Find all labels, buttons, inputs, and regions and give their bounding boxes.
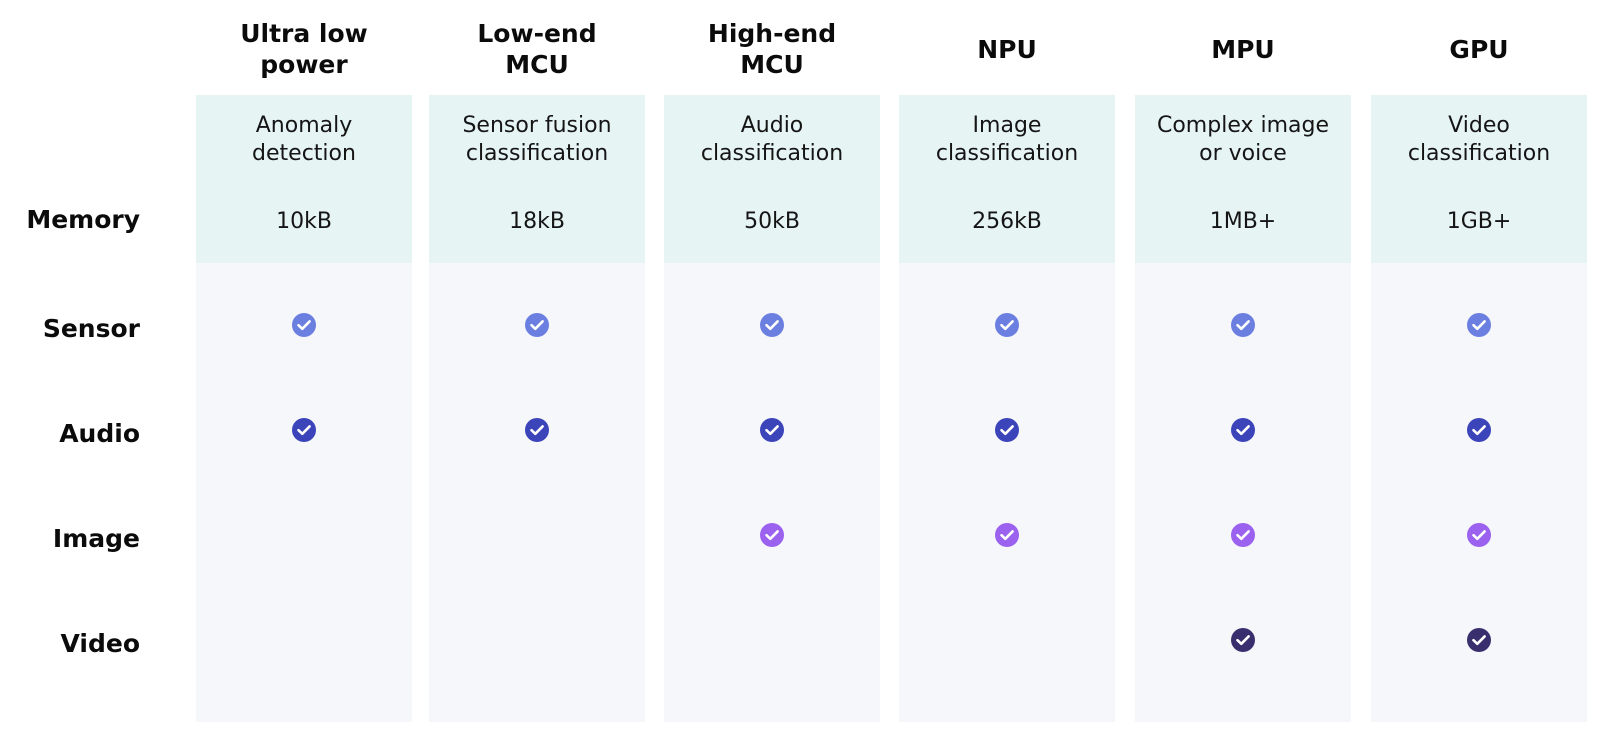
use-case-label: Complex image or voice [1156,113,1329,166]
check-circle-icon [524,417,550,443]
check-circle-icon [1230,627,1256,653]
memory-value: 1GB+ [1446,209,1512,234]
use-case-label: Audio classification [700,113,844,166]
column-mpu: MPU Complex image or voice 1MB+ [1135,0,1351,722]
check-circle-icon [994,312,1020,338]
use-case-label: Sensor fusion classification [462,113,612,166]
column-support-panel [196,263,412,722]
column-spec-panel: Anomaly detection 10kB [196,95,412,263]
column-gpu: GPU Video classification 1GB+ [1371,0,1587,722]
column-low-end-mcu: Low-end MCU Sensor fusion classification 1… [429,0,645,722]
check-circle-icon [291,417,317,443]
memory-value: 18kB [509,209,565,234]
check-circle-icon [1230,417,1256,443]
check-circle-icon [759,522,785,548]
row-label-video: Video [60,629,140,658]
column-header: Low-end MCU [477,19,597,79]
use-case-label: Video classification [1407,113,1551,166]
column-header: NPU [977,34,1037,64]
row-label-audio: Audio [59,419,140,448]
column-support-panel [899,263,1115,722]
column-header: Ultra low power [240,19,368,79]
column-header: High-end MCU [707,19,837,79]
row-label-image: Image [52,524,140,553]
column-spec-panel: Video classification 1GB+ [1371,95,1587,263]
column-npu: NPU Image classification 256kB [899,0,1115,722]
check-circle-icon [524,312,550,338]
column-support-panel [429,263,645,722]
check-circle-icon [1466,417,1492,443]
column-header: GPU [1449,34,1509,64]
column-spec-panel: Audio classification 50kB [664,95,880,263]
check-circle-icon [1466,522,1492,548]
column-high-end-mcu: High-end MCU Audio classification 50kB [664,0,880,722]
row-label-memory: Memory [26,205,140,234]
check-circle-icon [291,312,317,338]
row-label-sensor: Sensor [42,314,140,343]
use-case-label: Anomaly detection [252,113,356,166]
check-circle-icon [759,417,785,443]
check-circle-icon [1466,627,1492,653]
memory-value: 50kB [744,209,800,234]
memory-value: 10kB [276,209,332,234]
use-case-label: Image classification [935,113,1079,166]
column-spec-panel: Complex image or voice 1MB+ [1135,95,1351,263]
column-support-panel [664,263,880,722]
memory-value: 1MB+ [1209,209,1277,234]
check-circle-icon [1230,522,1256,548]
column-header: MPU [1211,34,1275,64]
check-circle-icon [759,312,785,338]
check-circle-icon [994,417,1020,443]
check-circle-icon [1230,312,1256,338]
check-circle-icon [1466,312,1492,338]
column-spec-panel: Sensor fusion classification 18kB [429,95,645,263]
check-circle-icon [994,522,1020,548]
memory-value: 256kB [972,209,1042,234]
column-spec-panel: Image classification 256kB [899,95,1115,263]
